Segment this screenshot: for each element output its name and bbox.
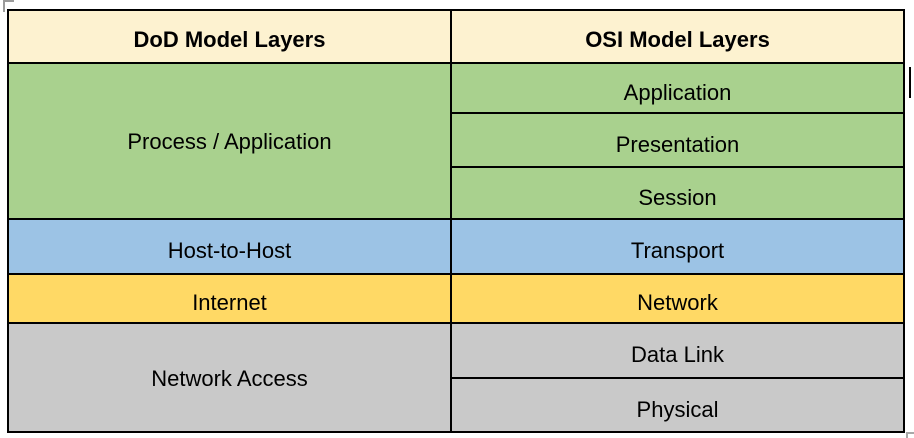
table-row: Presentation: [8, 112, 905, 168]
dod-header-cell[interactable]: DoD Model Layers: [7, 9, 452, 64]
header-row: DoD Model Layers OSI Model Layers: [7, 9, 905, 64]
dod-osi-comparison-table: DoD Model Layers OSI Model Layers Proces…: [7, 9, 905, 433]
table-move-handle-icon[interactable]: [3, 0, 14, 12]
table-row: Process / Application Application: [7, 62, 905, 220]
osi-cell-physical[interactable]: Physical: [450, 377, 905, 433]
osi-cell-application[interactable]: Application: [450, 62, 905, 114]
text-cursor: [909, 67, 911, 98]
table-row: Host-to-Host Transport: [7, 218, 905, 275]
table-row: Internet Network: [7, 273, 905, 324]
dod-cell-internet[interactable]: Internet: [7, 273, 452, 324]
table-resize-handle-icon[interactable]: [906, 432, 914, 438]
osi-header-cell[interactable]: OSI Model Layers: [450, 9, 905, 64]
osi-cell-network[interactable]: Network: [450, 273, 905, 324]
table-row: Network Access Data Link: [7, 322, 905, 433]
table-row: Session: [8, 166, 905, 220]
table-row: Physical: [8, 377, 905, 433]
osi-cell-presentation[interactable]: Presentation: [450, 112, 905, 168]
osi-cell-transport[interactable]: Transport: [450, 218, 905, 275]
dod-cell-host-to-host[interactable]: Host-to-Host: [7, 218, 452, 275]
osi-cell-session[interactable]: Session: [450, 166, 905, 220]
dod-cell-process-application[interactable]: Process / Application: [7, 62, 452, 220]
osi-cell-data-link[interactable]: Data Link: [450, 322, 905, 379]
dod-cell-network-access[interactable]: Network Access: [7, 322, 452, 433]
